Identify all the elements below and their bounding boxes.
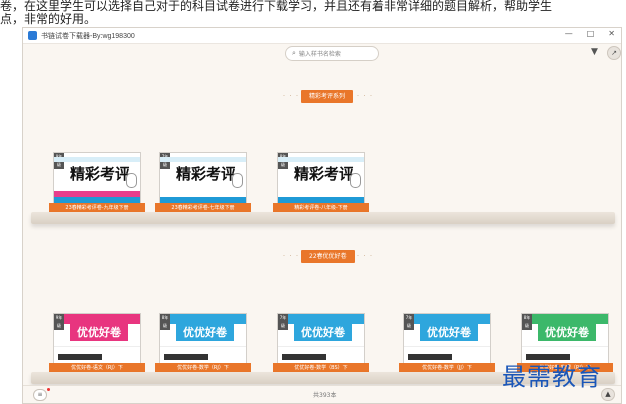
book-caption[interactable]: 优优好卷-数学（BS）下: [273, 363, 369, 373]
cover-dark-bar: [58, 354, 102, 360]
book-cover[interactable]: 9年级 优优好卷: [53, 313, 141, 367]
status-bar: ≡ 共393本 ▲: [23, 385, 621, 403]
book-cover[interactable]: 7年级 优优好卷: [277, 313, 365, 367]
section-divider-right: · · ·: [356, 92, 374, 100]
grade-tag: 9年级: [54, 314, 64, 330]
cover-top-band: [522, 314, 608, 324]
watermark-text: 最需教育: [502, 363, 602, 391]
cover-dark-bar: [164, 354, 208, 360]
title-bar[interactable]: 书链试卷下载器-By:wg198300 — □ ✕: [23, 28, 621, 44]
book-caption[interactable]: 23春精彩考评卷-九年级下册: [49, 203, 145, 213]
book-cover[interactable]: 8年级 优优好卷: [521, 313, 609, 367]
book-count: 共393本: [313, 392, 337, 399]
section-label-1: 精彩考评系列: [301, 90, 354, 103]
app-window: 书链试卷下载器-By:wg198300 — □ ✕ ⌕ 输入样书名检索 ▼ ↗ …: [22, 27, 622, 404]
subject-badge: [232, 173, 243, 188]
cover-stripe-blue: [278, 197, 364, 205]
window-controls: — □ ✕: [565, 29, 615, 38]
cover-title: 优优好卷: [70, 324, 128, 341]
cover-top-band: [54, 314, 140, 324]
book-cover[interactable]: 7年级 优优好卷: [403, 313, 491, 367]
cover-title: 优优好卷: [538, 324, 596, 341]
cover-title: 优优好卷: [294, 324, 352, 341]
cover-title: 精彩考评: [70, 165, 131, 183]
cover-title: 精彩考评: [294, 165, 355, 183]
cover-banner: [278, 157, 364, 162]
grade-tag: 8年级: [160, 314, 170, 330]
cover-top-band: [160, 314, 246, 324]
book-cover[interactable]: 8年级 优优好卷: [159, 313, 247, 367]
cover-dark-bar: [526, 354, 570, 360]
cover-top-band: [278, 314, 364, 324]
search-input[interactable]: ⌕ 输入样书名检索: [285, 46, 379, 61]
grade-tag: 7年级: [404, 314, 414, 330]
search-icon: ⌕: [292, 49, 296, 57]
book-caption[interactable]: 优优好卷-物理（RJ）下: [517, 363, 613, 373]
section-label-2: 22春优优好卷: [301, 250, 355, 263]
search-placeholder: 输入样书名检索: [298, 51, 341, 58]
grade-tag: 7年级: [278, 314, 288, 330]
bookshelf: [31, 212, 615, 224]
cover-title: 精彩考评: [176, 165, 237, 183]
book-caption[interactable]: 23春精彩考评卷-七年级下册: [155, 203, 251, 213]
book-caption[interactable]: 精彩考评卷-八年级-下册: [273, 203, 369, 213]
close-button[interactable]: ✕: [608, 29, 615, 38]
grade-tag: 8年级: [522, 314, 532, 330]
minimize-button[interactable]: —: [564, 29, 573, 38]
book-caption[interactable]: 优优好卷-语文（RJ）下: [49, 363, 145, 373]
book-cover[interactable]: 7年级 精彩考评: [159, 152, 247, 206]
cover-stripe-blue: [54, 197, 140, 205]
article-line-2: 点，非常的好用。: [0, 12, 97, 26]
cover-stripe-blue: [160, 197, 246, 205]
cover-title: 优优好卷: [420, 324, 478, 341]
book-cover[interactable]: 9年级 精彩考评: [53, 152, 141, 206]
subject-badge: [350, 173, 361, 188]
notification-dot: [47, 388, 50, 391]
subject-badge: [126, 173, 137, 188]
book-caption[interactable]: 优优好卷-数学（JJ）下: [399, 363, 495, 373]
book-cover[interactable]: 8年级 精彩考评: [277, 152, 365, 206]
share-icon[interactable]: ↗: [607, 46, 621, 60]
section-divider-right: · · ·: [356, 252, 374, 260]
article-text: 卷，在这里学生可以选择自己对于的科目试卷进行下载学习，并且还有着非常详细的题目解…: [0, 0, 626, 28]
article-line-1: 卷，在这里学生可以选择自己对于的科目试卷进行下载学习，并且还有着非常详细的题目解…: [0, 0, 553, 13]
maximize-button[interactable]: □: [586, 29, 595, 38]
section-divider-left: · · ·: [282, 92, 300, 100]
cover-title: 优优好卷: [176, 324, 234, 341]
list-icon[interactable]: ≡: [33, 389, 47, 401]
cover-stripe-pink: [54, 191, 140, 197]
graduation-hat-icon[interactable]: ▲: [601, 388, 615, 401]
bookshelf: [31, 372, 615, 384]
book-caption[interactable]: 优优好卷-数学（RJ）下: [155, 363, 251, 373]
filter-icon[interactable]: ▼: [591, 47, 598, 57]
cover-top-band: [404, 314, 490, 324]
app-logo-icon: [28, 31, 37, 40]
window-title: 书链试卷下载器-By:wg198300: [41, 32, 135, 40]
cover-dark-bar: [282, 354, 326, 360]
toolbar: ⌕ 输入样书名检索 ▼ ↗: [23, 44, 621, 66]
cover-banner: [54, 157, 140, 162]
section-divider-left: · · ·: [282, 252, 300, 260]
cover-dark-bar: [408, 354, 452, 360]
cover-banner: [160, 157, 246, 162]
